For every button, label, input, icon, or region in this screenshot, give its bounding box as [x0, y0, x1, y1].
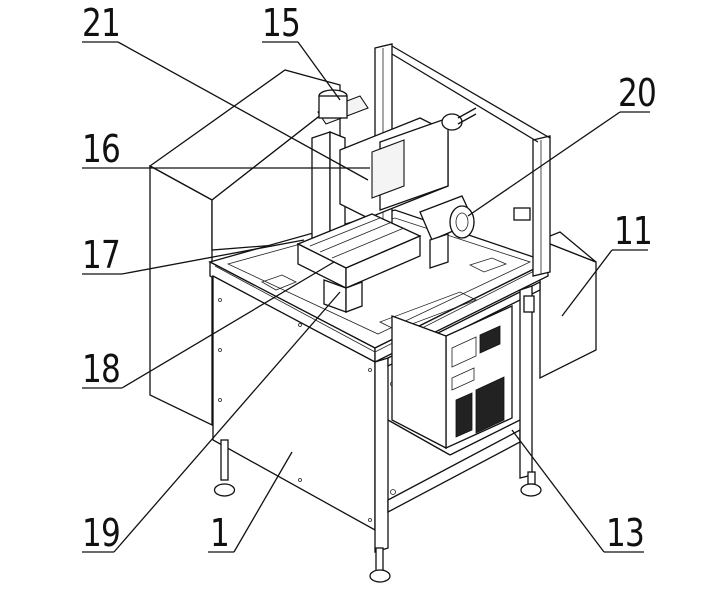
callout-label-21: 21 — [82, 1, 121, 45]
leader-lines — [82, 41, 650, 553]
motor-head — [339, 107, 477, 219]
tooling-block — [296, 213, 422, 313]
side-motor — [419, 195, 475, 269]
side-clamp — [513, 207, 535, 313]
callout-label-16: 16 — [82, 127, 121, 171]
callout-label-17: 17 — [82, 233, 121, 277]
callout-label-19: 19 — [82, 511, 121, 555]
callout-label-15: 15 — [262, 1, 301, 45]
callout-label-13: 13 — [606, 511, 645, 555]
callout-label-11: 11 — [614, 209, 653, 253]
callout-label-18: 18 — [82, 347, 121, 391]
power-supply-unit — [391, 304, 513, 450]
callout-label-1: 1 — [210, 511, 230, 555]
callout-label-20: 20 — [618, 71, 657, 115]
legs — [213, 439, 542, 583]
